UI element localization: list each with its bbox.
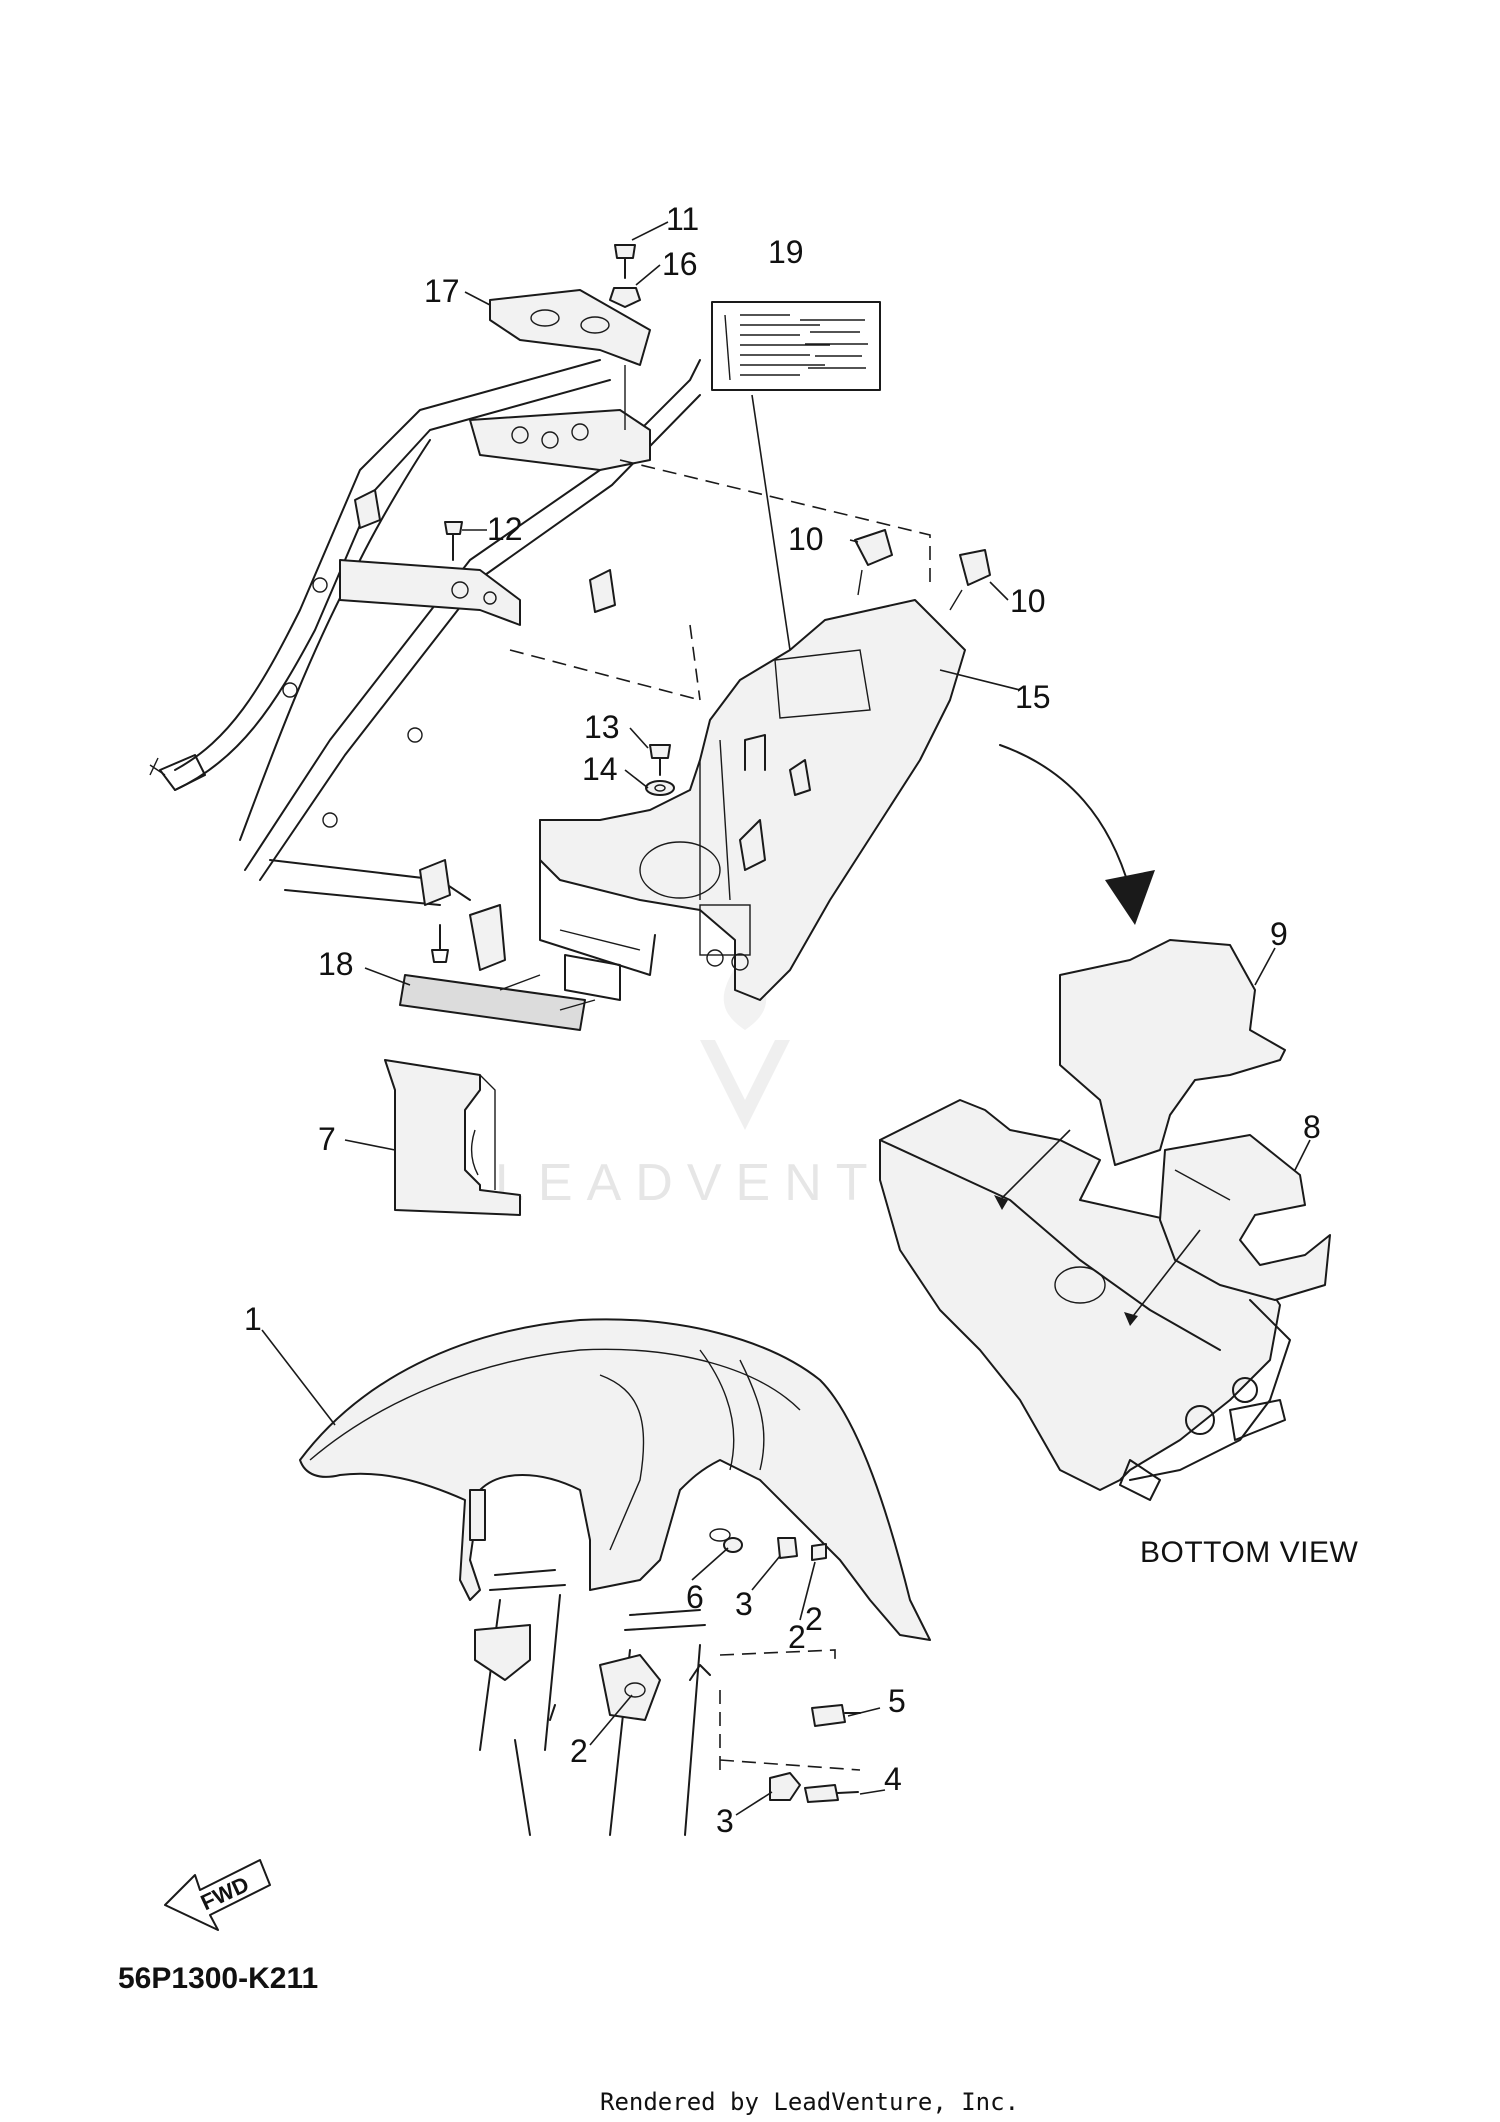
callout-6: 6 [686,1579,704,1615]
bottom-view-label: BOTTOM VIEW [1140,1536,1358,1569]
callout-15: 15 [1015,679,1051,715]
callout-16: 16 [662,246,698,282]
front-fork-legs [474,1569,711,1836]
callout-2: 2 [788,1619,806,1655]
part-11-bolt [614,244,636,279]
rear-frame [149,359,701,971]
callout-11: 11 [666,201,699,237]
callout-10: 10 [1010,583,1046,619]
callout-14: 14 [582,751,618,787]
rendered-by-footer: Rendered by LeadVenture, Inc. [600,2088,1019,2116]
part-17-bracket [489,289,651,430]
callout-7: 7 [318,1121,336,1157]
part-7-panel [384,1059,521,1216]
bottom-view-assembly [879,939,1331,1501]
part-10-bracket-right [949,549,991,611]
callout-12: 12 [487,511,523,547]
part-16-nut [609,287,641,308]
bottom-view-arrow [999,744,1155,925]
callout-19: 19 [768,234,804,270]
callout-1: 1 [244,1301,262,1337]
callout-5: 5 [888,1683,906,1719]
callout-numbers: 1 2 2 2 3 3 4 5 6 7 8 9 10 10 11 12 13 1… [244,201,1321,1839]
part-12-bolt [444,521,463,561]
fender-fasteners [719,1537,861,1803]
part-18-reflector [399,974,596,1031]
fwd-arrow-icon: FWD [164,1859,271,1931]
part-15-rear-fender [539,599,966,1001]
callout-18: 18 [318,946,354,982]
callout-2: 2 [570,1733,588,1769]
callout-2: 2 [805,1601,823,1637]
callout-3: 3 [716,1803,734,1839]
callout-13: 13 [584,709,620,745]
part-1-front-fender [299,1318,931,1641]
part-10-bracket-left [854,529,893,596]
callout-4: 4 [884,1761,902,1797]
callout-leaders [261,221,1311,1816]
part-19-warning-label [711,301,881,651]
callout-3: 3 [735,1586,753,1622]
part-14-washer [645,780,675,796]
callout-10: 10 [788,521,824,557]
diagram-code: 56P1300-K211 [118,1962,318,1995]
callout-8: 8 [1303,1109,1321,1145]
assembly-guide-lines [509,459,931,701]
callout-17: 17 [424,273,460,309]
callout-9: 9 [1270,916,1288,952]
part-13-bolt [649,744,671,776]
